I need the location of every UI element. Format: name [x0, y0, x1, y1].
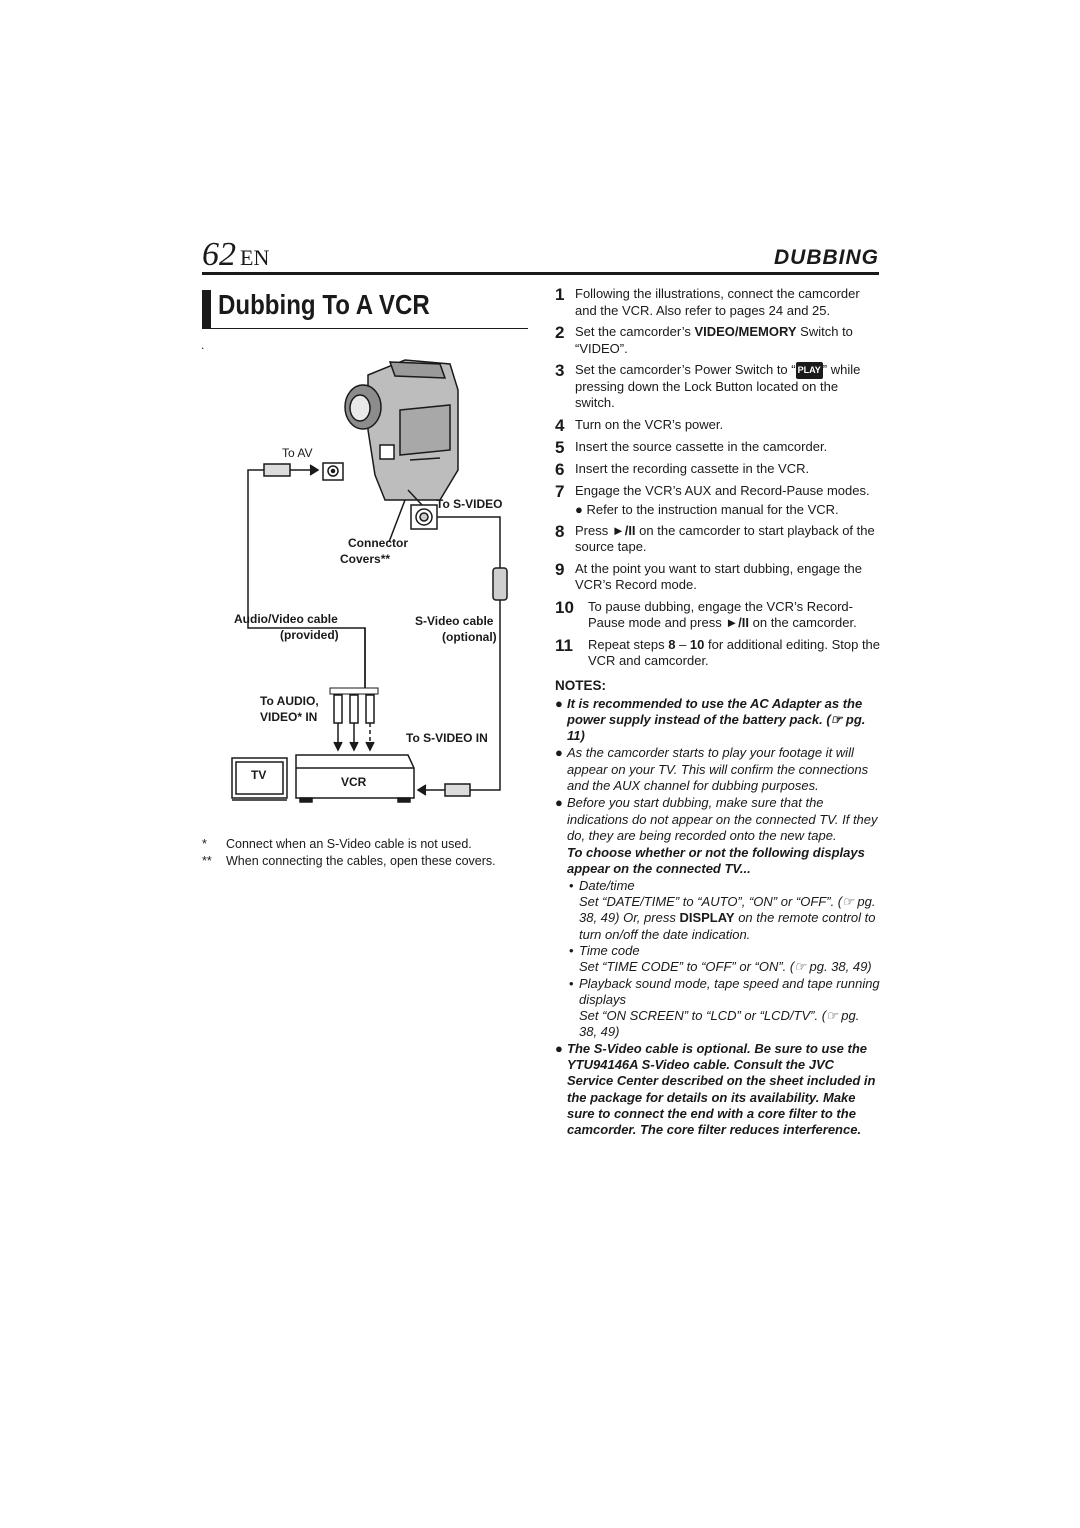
- label-provided: (provided): [280, 628, 339, 642]
- note-4: ●The S-Video cable is optional. Be sure …: [555, 1040, 876, 1138]
- label-av-cable: Audio/Video cable: [234, 612, 338, 626]
- connection-illustration: [231, 359, 508, 803]
- note-1: ●It is recommended to use the AC Adapter…: [555, 695, 866, 744]
- play-badge: PLAY: [795, 362, 823, 379]
- display-time-code-desc: Set “TIME CODE” to “OFF” or “ON”. (☞ pg.…: [579, 959, 872, 975]
- label-to-audio: To AUDIO,: [260, 694, 319, 708]
- page-title: Dubbing To A VCR: [218, 289, 430, 320]
- label-optional: (optional): [442, 630, 497, 644]
- section-title: DUBBING: [774, 246, 879, 269]
- notes-heading: NOTES:: [555, 677, 607, 693]
- svideo-plug-icon: [492, 567, 508, 601]
- label-covers: Covers**: [340, 552, 391, 566]
- svideo-jack-icon: [410, 504, 438, 530]
- display-playback-desc: Set “ON SCREEN” to “LCD” or “LCD/TV”. (☞…: [579, 1008, 860, 1040]
- title-rule: [202, 328, 528, 329]
- header-rule: [202, 272, 879, 275]
- rca-plugs-icon: [333, 694, 375, 752]
- title-bar: [202, 290, 211, 328]
- label-vcr: VCR: [341, 775, 367, 789]
- note-choose: To choose whether or not the following d…: [567, 845, 865, 877]
- display-playback: •Playback sound mode, tape speed and tap…: [569, 975, 880, 1007]
- step-7-sub: ● Refer to the instruction manual for th…: [575, 501, 839, 517]
- language-code: EN: [240, 245, 270, 270]
- footnote-2: **When connecting the cables, open these…: [202, 854, 496, 868]
- label-svideo-cable: S-Video cable: [415, 614, 494, 628]
- stray-dot: .: [201, 338, 205, 352]
- av-plug-icon: [263, 463, 320, 477]
- label-to-av: To AV: [282, 446, 313, 460]
- label-tv: TV: [251, 768, 267, 782]
- camcorder-illustration: [344, 359, 459, 501]
- label-to-svideo-in: To S-VIDEO IN: [406, 731, 488, 745]
- svideo-vcr-plug-icon: [416, 783, 471, 797]
- tv-illustration: [231, 757, 288, 801]
- av-jack-icon: [322, 462, 344, 481]
- connection-diagram: To AV To S-VIDEO Connector Covers** Audi…: [200, 350, 530, 815]
- display-time-code: •Time code: [569, 942, 640, 958]
- footnote-1: *Connect when an S-Video cable is not us…: [202, 837, 472, 851]
- note-3: ●Before you start dubbing, make sure tha…: [555, 795, 878, 843]
- display-date-time-desc: Set “DATE/TIME” to “AUTO”, “ON” or “OFF”…: [579, 894, 876, 942]
- label-video-in: VIDEO* IN: [260, 710, 318, 724]
- vcr-illustration: [295, 754, 415, 803]
- label-connector: Connector: [348, 536, 408, 550]
- note-2: ●As the camcorder starts to play your fo…: [555, 745, 869, 793]
- display-date-time: •Date/time: [569, 877, 635, 893]
- label-to-svideo: To S-VIDEO: [436, 497, 503, 511]
